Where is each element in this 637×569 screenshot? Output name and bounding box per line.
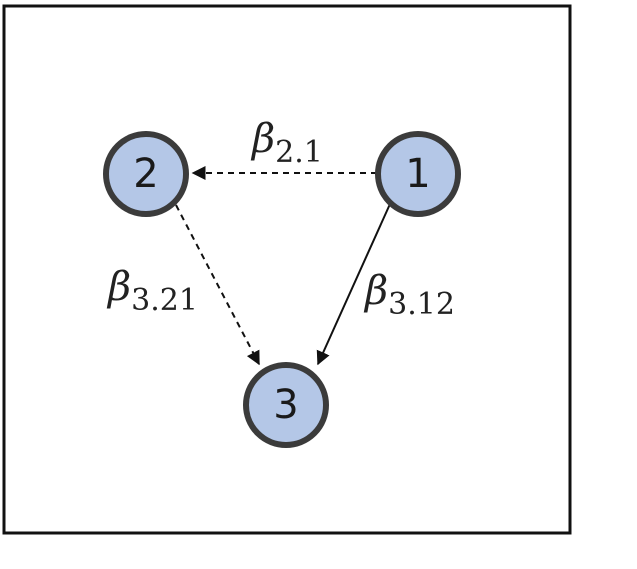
node-2: 2: [103, 131, 189, 217]
edge-label-3-21-subscript: 3.21: [131, 283, 198, 318]
node-2-label: 2: [133, 151, 158, 197]
edge-label-2-1: β2.1: [250, 116, 323, 170]
edge-2-to-3: [175, 204, 260, 366]
node-3-label: 3: [273, 382, 298, 428]
edge-1-to-3: [316, 203, 391, 366]
edge-label-3-12-symbol: β: [363, 268, 388, 314]
edge-label-3-21-symbol: β: [106, 264, 131, 310]
node-3: 3: [243, 362, 329, 448]
node-3-circle: [243, 362, 329, 448]
node-1: 1: [375, 131, 461, 217]
node-2-circle: [103, 131, 189, 217]
edge-label-3-12-subscript: 3.12: [388, 287, 455, 322]
edge-label-2-1-subscript: 2.1: [275, 135, 323, 170]
edge-label-3-12: β3.12: [363, 268, 455, 322]
edge-label-3-21: β3.21: [106, 264, 198, 318]
diagram-frame: [2, 4, 572, 535]
edge-label-2-1-symbol: β: [250, 116, 275, 162]
node-1-label: 1: [405, 151, 430, 197]
node-1-circle: [375, 131, 461, 217]
